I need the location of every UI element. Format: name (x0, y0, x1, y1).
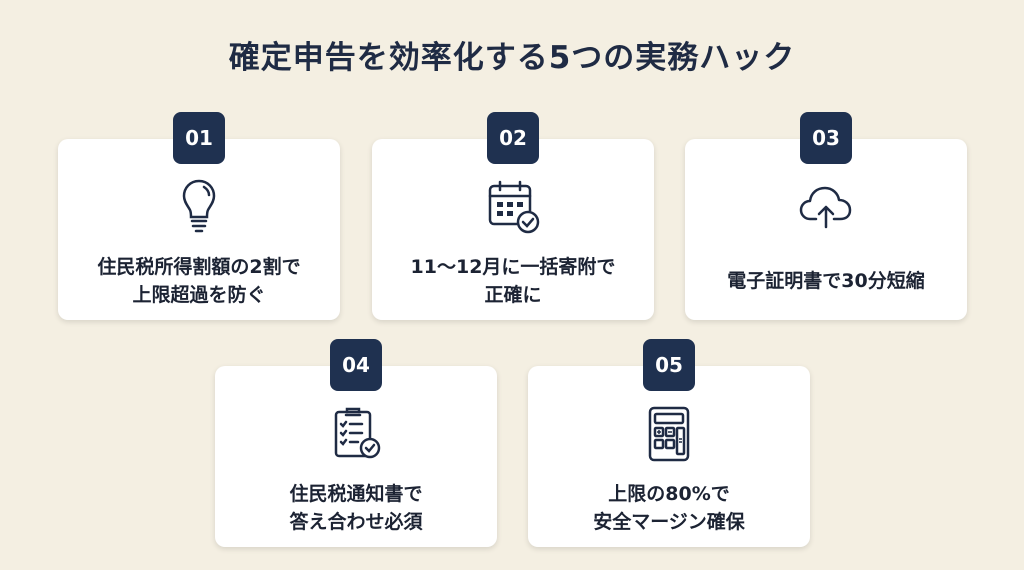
calendar-check-icon (488, 180, 540, 234)
number-badge: 04 (330, 339, 382, 391)
hack-card-02: 02 11〜12月に一括寄附で正確に (372, 112, 654, 320)
card-text-line: 電子証明書で30分短縮 (727, 270, 925, 292)
lightbulb-icon (182, 179, 216, 233)
hack-card-01: 01 住民税所得割額の2割で上限超過を防ぐ (58, 112, 340, 320)
page-title: 確定申告を効率化する5つの実務ハック (228, 40, 796, 76)
card-text-line: 上限の80%で (608, 483, 730, 505)
calculator-icon (648, 406, 690, 462)
hack-card-03: 03 電子証明書で30分短縮 (685, 112, 967, 320)
card-text-line: 上限超過を防ぐ (132, 284, 266, 306)
card-text-line: 正確に (484, 284, 542, 306)
number-badge: 05 (643, 339, 695, 391)
card-text-line: 住民税通知書で (289, 483, 423, 505)
card-text-line: 11〜12月に一括寄附で (410, 256, 616, 278)
cloud-upload-icon (799, 186, 852, 229)
card-text-line: 住民税所得割額の2割で (97, 256, 301, 278)
number-badge: 02 (487, 112, 539, 164)
card-text-line: 安全マージン確保 (593, 511, 745, 533)
clipboard-check-icon (334, 407, 381, 459)
number-badge: 03 (800, 112, 852, 164)
number-badge: 01 (173, 112, 225, 164)
hack-card-05: 05 上限の80%で安全マージン確保 (528, 339, 810, 547)
hack-card-04: 04 住民税通知書で答え合わせ必須 (215, 339, 497, 547)
card-text-line: 答え合わせ必須 (289, 511, 423, 533)
